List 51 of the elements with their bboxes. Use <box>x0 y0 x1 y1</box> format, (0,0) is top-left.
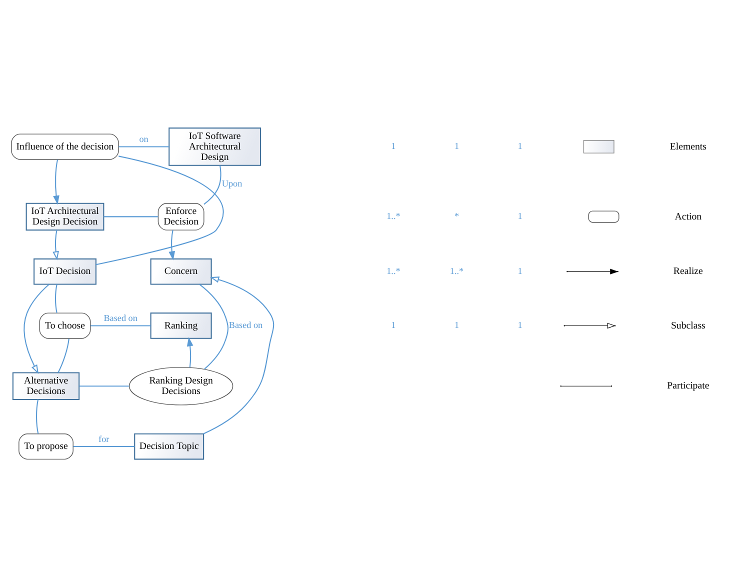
connector <box>58 338 70 373</box>
node-ellipse: Ranking Design Decisions <box>128 366 234 406</box>
arrow <box>168 230 176 260</box>
label: 1 <box>454 320 460 330</box>
node-box: Enforce Decision <box>158 203 204 230</box>
node-box: Alternative Decisions <box>12 372 80 400</box>
connector <box>118 146 169 148</box>
legend-label: Elements <box>670 141 706 152</box>
edge-label: Based on <box>104 313 138 324</box>
label: 1 <box>454 141 460 152</box>
label: 1 <box>391 141 396 152</box>
arrow <box>24 284 50 374</box>
label: * <box>454 211 460 222</box>
label: 1..* <box>386 211 400 222</box>
edge-label: for <box>98 434 110 444</box>
label: 1 <box>391 320 396 330</box>
edge-label: Upon <box>222 178 242 189</box>
label: 1 <box>518 320 522 330</box>
label: 1 <box>518 266 522 276</box>
node-box: Decision Topic <box>134 433 204 460</box>
label: 1..* <box>450 266 464 276</box>
connector <box>90 325 151 326</box>
node-box: IoT Software Architectural Design <box>168 128 262 166</box>
arrow <box>186 337 194 368</box>
connector <box>36 400 39 434</box>
connector <box>199 284 228 370</box>
arrow <box>53 160 60 205</box>
node-box: To choose <box>39 312 91 339</box>
edge-label: on <box>139 134 148 144</box>
label: 1 <box>518 141 522 152</box>
legend-label: Participate <box>667 380 710 392</box>
legend-label: Realize <box>673 266 703 278</box>
legend-label: Subclass <box>670 320 706 332</box>
connector <box>204 165 222 205</box>
legend-label: Action <box>674 211 702 222</box>
arrow <box>203 276 274 434</box>
connector <box>54 284 58 314</box>
connector <box>79 386 130 387</box>
node-box: To propose <box>18 434 74 460</box>
arrow <box>52 230 59 260</box>
node-box: Influence of the decision <box>11 134 119 160</box>
connector <box>96 156 224 266</box>
node-box: IoT Architectural Design Decision <box>26 202 104 231</box>
node-box: Concern <box>150 258 212 285</box>
node-box: IoT Decision <box>34 258 96 285</box>
label: 1..* <box>386 266 400 276</box>
edge-label: Based on <box>228 320 263 330</box>
connector <box>73 446 135 448</box>
label: 1 <box>518 211 522 222</box>
connector <box>104 216 158 218</box>
node-box: Ranking <box>150 312 212 339</box>
